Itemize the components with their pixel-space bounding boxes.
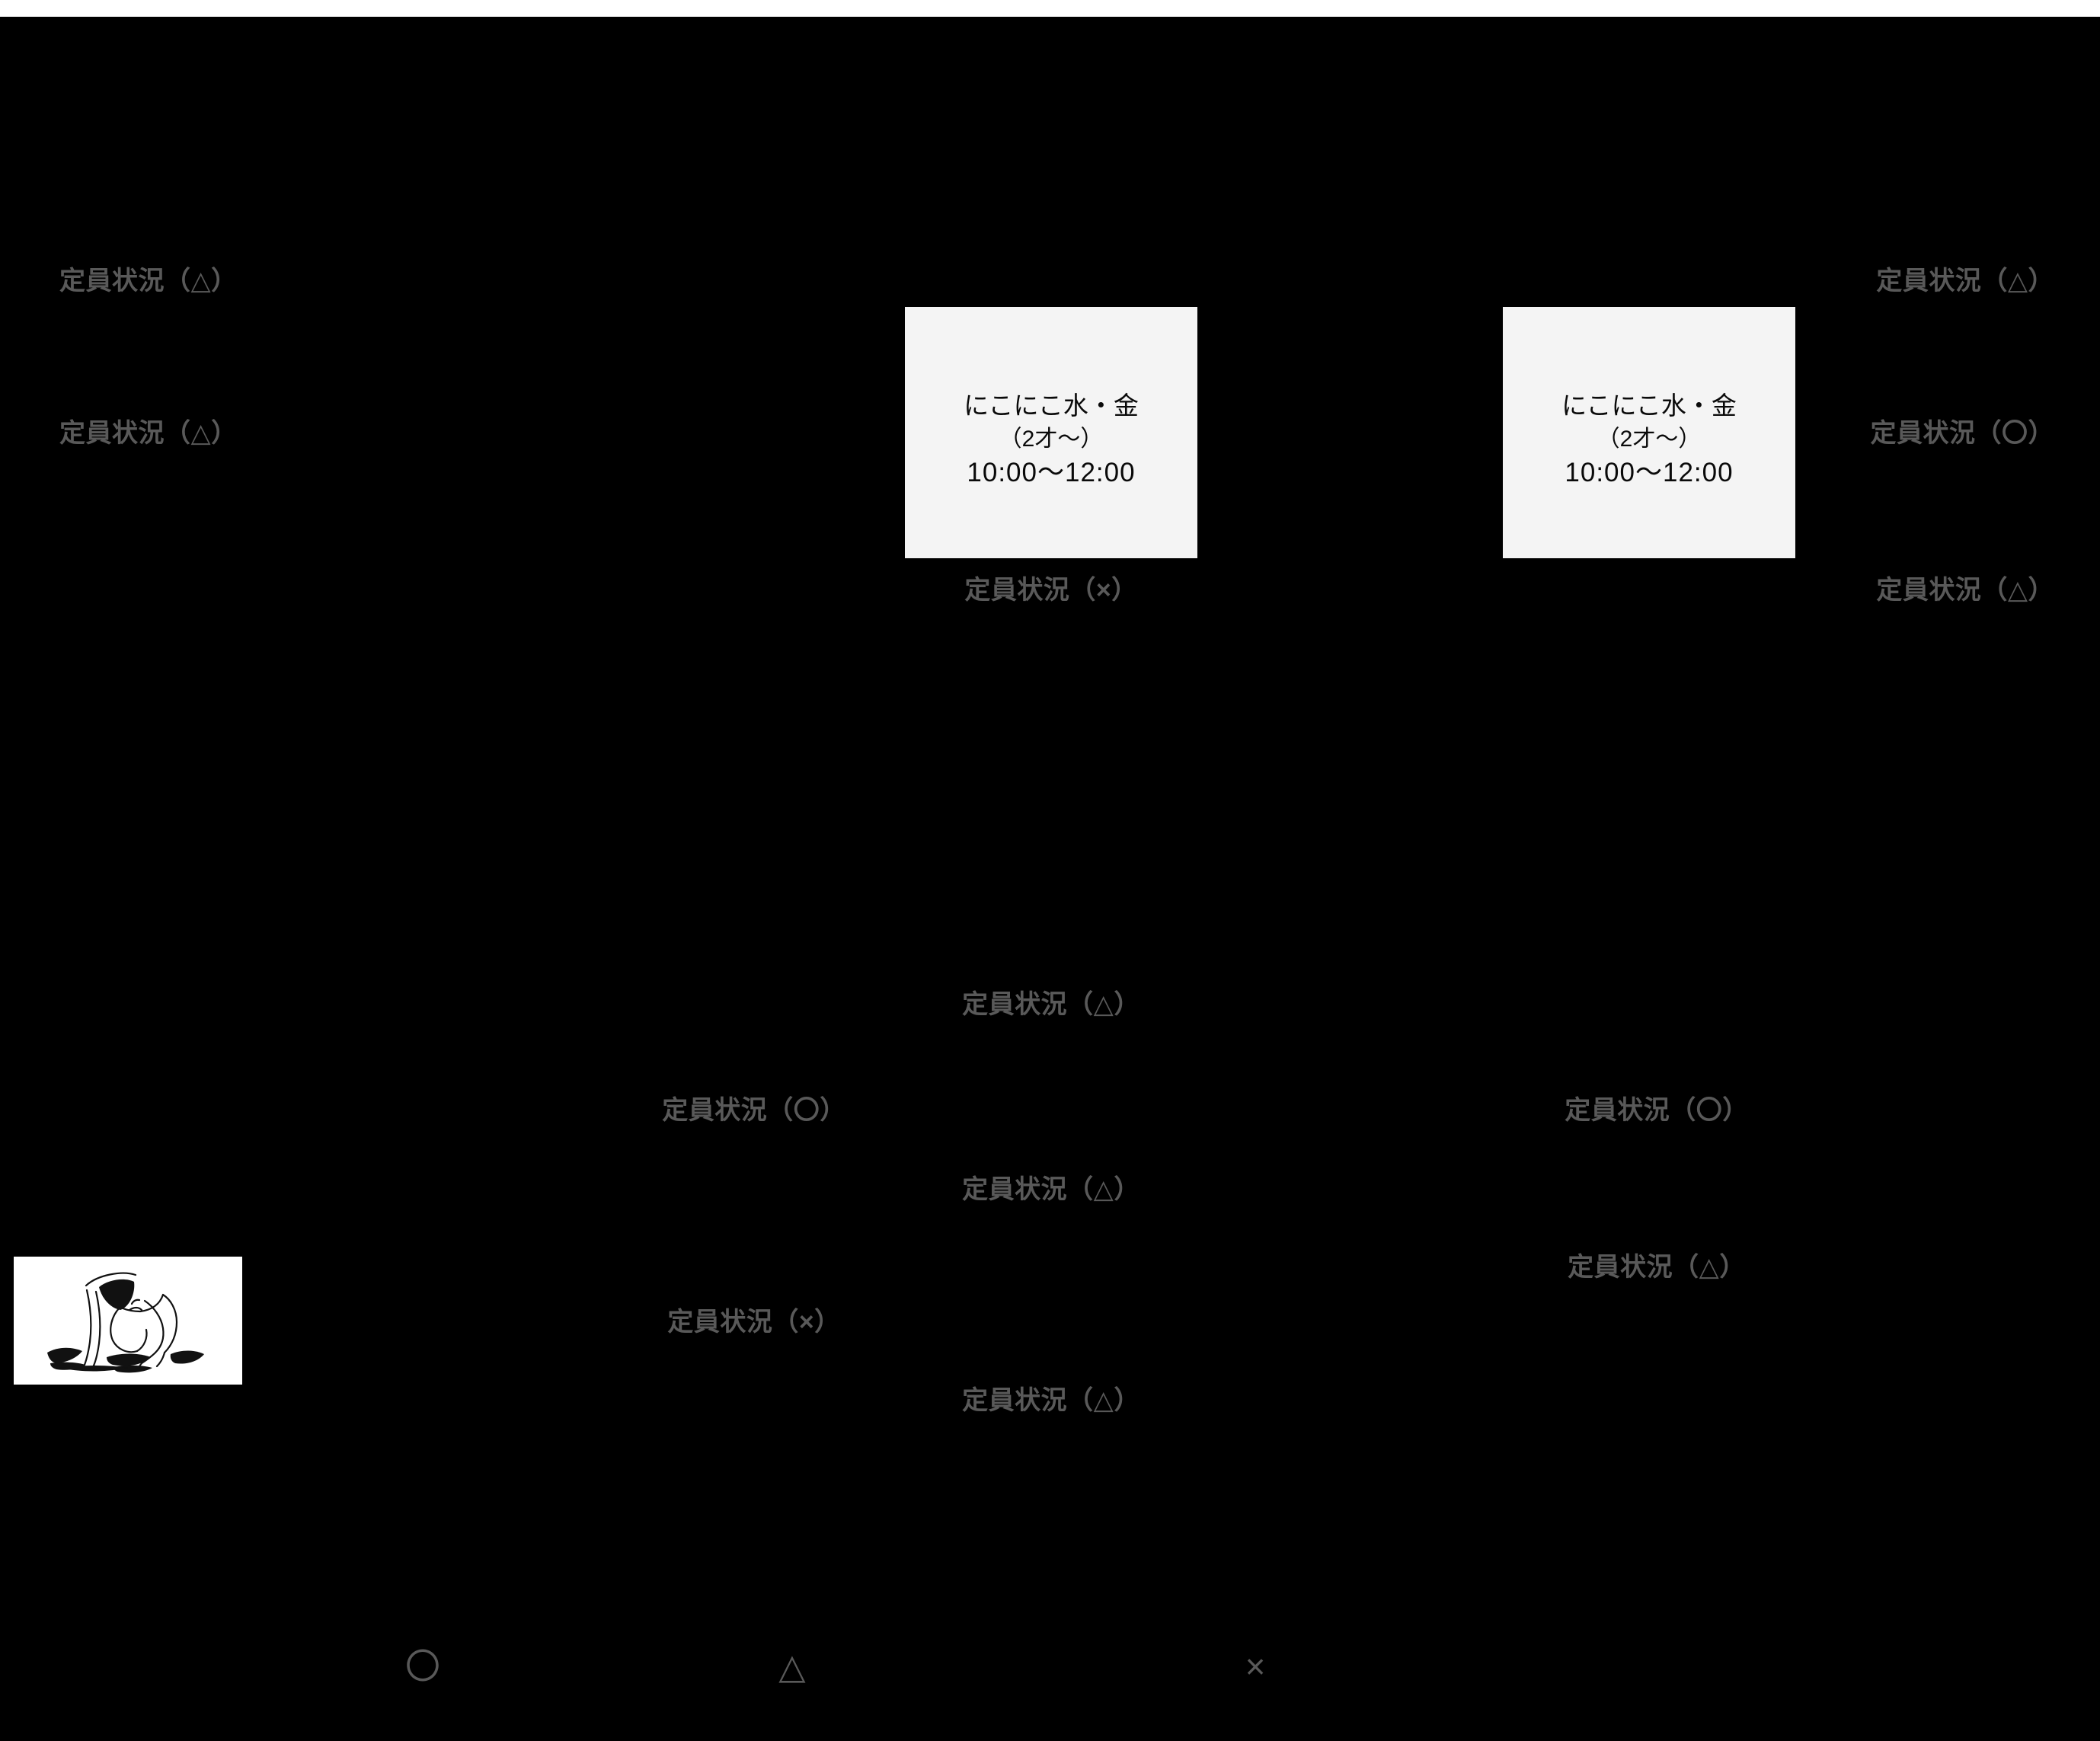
status-badge: 定員状況（△） [962, 990, 1140, 1019]
status-badge: 定員状況（△） [962, 1386, 1140, 1415]
class-time-range: 10:00〜12:00 [967, 458, 1136, 487]
stretching-figure-illustration [14, 1257, 242, 1385]
triangle-symbol-icon: △ [778, 1647, 806, 1686]
cross-symbol-icon: × [1245, 1647, 1266, 1686]
status-badge: 定員状況（△） [962, 1175, 1140, 1204]
schedule-card[interactable]: にこにこ水・金 （2才〜） 10:00〜12:00 [905, 307, 1197, 558]
circle-symbol-icon: 〇 [405, 1647, 440, 1686]
status-badge: 定員状況（〇） [1870, 419, 2054, 448]
status-badge: 定員状況（△） [59, 267, 238, 295]
class-age-range: （2才〜） [1597, 426, 1702, 452]
status-badge: 定員状況（△） [1876, 576, 2054, 605]
status-badge: 定員状況（〇） [1565, 1096, 1749, 1125]
class-time-range: 10:00〜12:00 [1565, 458, 1734, 487]
status-badge: 定員状況（×） [964, 576, 1138, 605]
class-name: にこにこ水・金 [1561, 391, 1737, 420]
status-badge: 定員状況（△） [1876, 267, 2054, 295]
class-age-range: （2才〜） [999, 426, 1104, 452]
status-badge: 定員状況（×） [667, 1308, 841, 1337]
status-badge: 定員状況（△） [59, 419, 238, 448]
class-name: にこにこ水・金 [964, 391, 1139, 420]
schedule-card[interactable]: にこにこ水・金 （2才〜） 10:00〜12:00 [1503, 307, 1795, 558]
top-white-band [0, 0, 2100, 17]
status-badge: 定員状況（△） [1568, 1253, 1746, 1282]
status-badge: 定員状況（〇） [662, 1096, 846, 1125]
